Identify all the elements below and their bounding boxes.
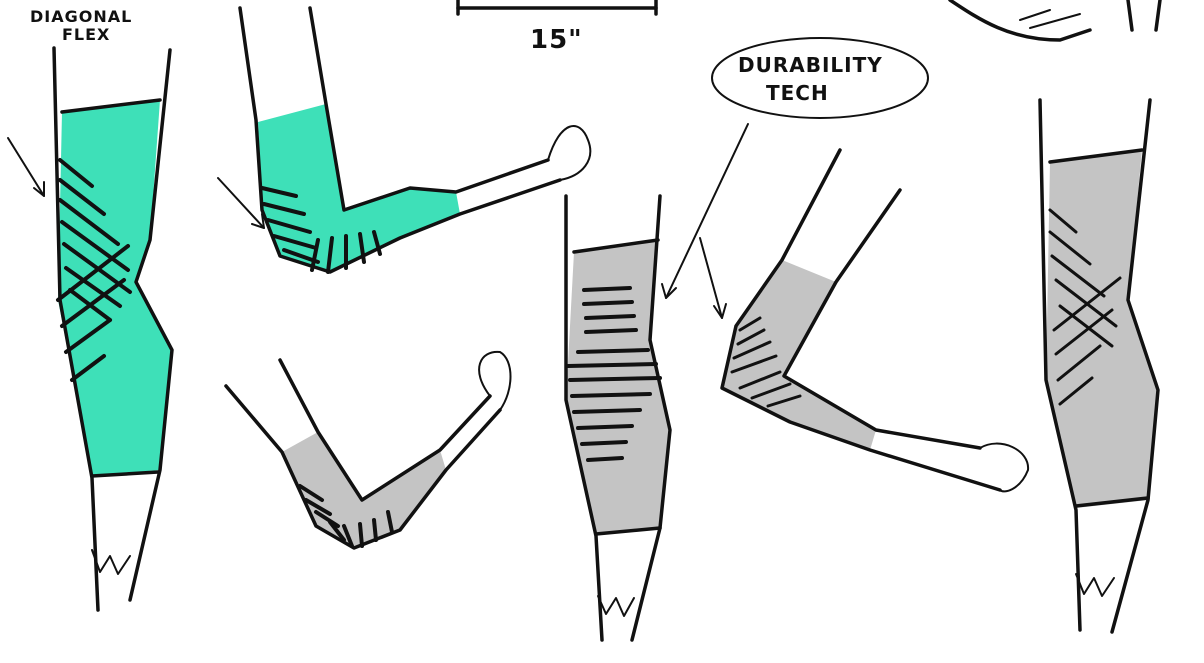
durability-tech-callout: DURABILITY TECH bbox=[712, 38, 928, 118]
callout-bubble bbox=[712, 38, 928, 118]
teal-arm-outline-inner bbox=[310, 8, 548, 210]
arrow-durability-leg bbox=[666, 124, 748, 298]
arrow-teal-arm bbox=[218, 178, 264, 228]
length-measurement: 15" bbox=[458, 0, 656, 55]
diagonal-flex-label: DIAGONAL FLEX bbox=[30, 7, 132, 44]
arrow-durability-arm bbox=[700, 238, 722, 318]
durability-label-line1: DURABILITY bbox=[738, 53, 883, 77]
gray-leg-middle-ankle bbox=[598, 596, 634, 616]
gray-arm-sleeve-straight bbox=[722, 150, 1028, 491]
gray-leg-sleeve-middle bbox=[566, 196, 670, 640]
teal-arm-fist bbox=[548, 126, 590, 180]
gray-leg-right-ankle bbox=[1076, 574, 1114, 596]
partial-arm-fingers bbox=[1020, 10, 1080, 28]
diagonal-flex-label-line2: FLEX bbox=[62, 25, 110, 44]
gray-arm-sleeve-bent bbox=[226, 352, 511, 548]
length-label: 15" bbox=[530, 25, 583, 55]
gray-arm-straight-fist bbox=[980, 444, 1028, 492]
arrow-diagonal-flex bbox=[8, 138, 44, 196]
gray-leg-sleeve-right bbox=[1040, 100, 1158, 632]
partial-arm-wrist bbox=[1128, 0, 1160, 30]
partial-arm-top-right bbox=[950, 0, 1160, 40]
diagonal-flex-label-line1: DIAGONAL bbox=[30, 7, 132, 26]
durability-label-line2: TECH bbox=[766, 81, 829, 105]
teal-leg-sleeve bbox=[54, 48, 172, 610]
gray-arm-straight-fill bbox=[722, 260, 876, 450]
